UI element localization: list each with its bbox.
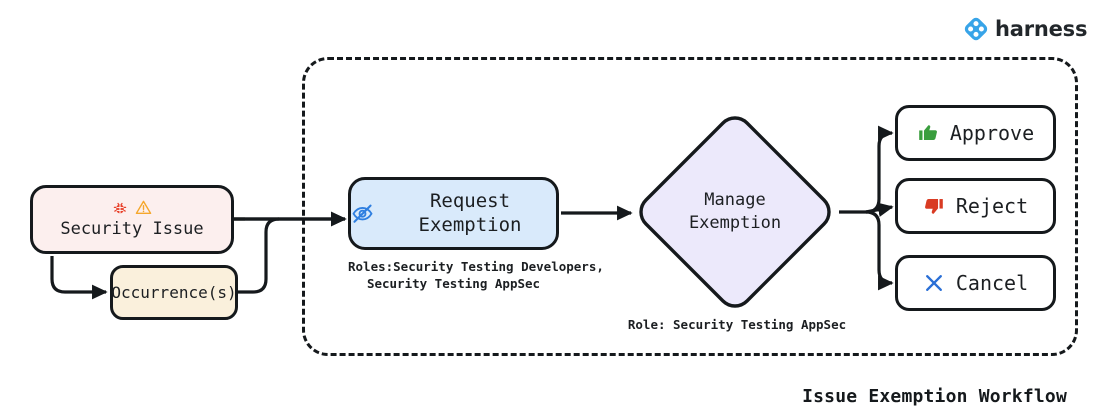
warning-triangle-icon [135, 201, 152, 215]
thumbs-up-icon [919, 125, 937, 140]
action-reject[interactable]: Reject [895, 178, 1056, 234]
node-occurrences[interactable]: Occurrence(s) [110, 265, 238, 320]
exemption-flow-group [302, 57, 1078, 356]
harness-diamond-logo-icon [964, 17, 988, 41]
action-cancel-label: Cancel [955, 270, 1029, 295]
node-manage-exemption[interactable]: Manage Exemption [634, 111, 836, 313]
security-issue-icons [112, 199, 152, 217]
node-security-issue-label: Security Issue [60, 218, 204, 239]
close-x-icon [925, 275, 942, 291]
manage-exemption-role-caption: Role: Security Testing AppSec [627, 317, 847, 332]
diamond-shape [639, 116, 831, 308]
diagram-title: Issue Exemption Workflow [802, 386, 1067, 407]
action-reject-label: Reject [955, 193, 1029, 218]
node-request-exemption[interactable]: Request Exemption [348, 177, 559, 250]
brand-name: harness [995, 16, 1088, 41]
action-cancel[interactable]: Cancel [895, 255, 1056, 311]
harness-brand: harness [963, 16, 1087, 42]
thumbs-down-icon [924, 199, 943, 214]
bug-icon [113, 202, 127, 214]
node-security-issue[interactable]: Security Issue [30, 185, 234, 254]
action-approve-label: Approve [949, 120, 1035, 145]
node-request-exemption-label: Request Exemption [418, 189, 522, 236]
node-occurrences-label: Occurrence(s) [111, 282, 237, 302]
request-exemption-roles-caption: Roles:Security Testing Developers, Secur… [348, 259, 604, 291]
eye-off-icon [352, 204, 373, 223]
action-approve[interactable]: Approve [895, 105, 1056, 161]
